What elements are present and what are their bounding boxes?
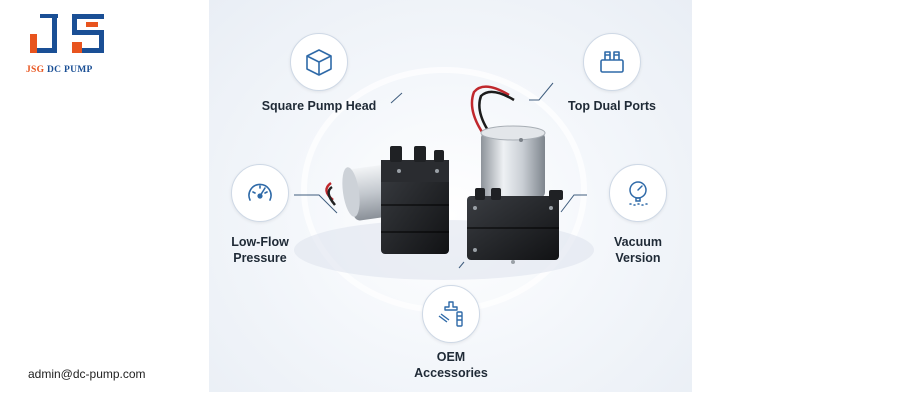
logo-wordmark: JSG DC PUMP: [26, 65, 93, 75]
pump-right: [467, 85, 563, 264]
dual-ports-icon: [583, 33, 641, 91]
gauge-icon: [231, 164, 289, 222]
feature-label-line1: Vacuum: [614, 235, 662, 249]
product-illustration: [294, 67, 594, 313]
fittings-icon: [422, 285, 480, 343]
feature-label-line1: Low-Flow: [231, 235, 289, 249]
feature-label-line2: Accessories: [414, 366, 488, 380]
product-feature-panel: Square Pump Head Top Dual Ports Low-Flow…: [209, 0, 692, 392]
feature-label: Top Dual Ports: [568, 99, 656, 113]
feature-low-flow-pressure: Low-Flow Pressure: [215, 164, 305, 266]
feature-top-dual-ports: Top Dual Ports: [552, 33, 672, 114]
brand-logo: JSG DC PUMP: [22, 12, 117, 82]
feature-label-line2: Version: [615, 251, 661, 265]
pump-left: [325, 146, 449, 254]
feature-label-line1: OEM: [436, 350, 466, 364]
feature-vacuum-version: Vacuum Version: [588, 164, 688, 266]
cube-icon: [290, 33, 348, 91]
feature-label: Square Pump Head: [261, 99, 377, 113]
contact-email[interactable]: admin@dc-pump.com: [28, 367, 146, 381]
logo-mark-icon: [30, 14, 104, 53]
feature-square-pump-head: Square Pump Head: [249, 33, 389, 114]
vacuum-gauge-icon: [609, 164, 667, 222]
feature-label-line2: Pressure: [233, 251, 287, 265]
feature-oem-accessories: OEM Accessories: [401, 285, 501, 381]
